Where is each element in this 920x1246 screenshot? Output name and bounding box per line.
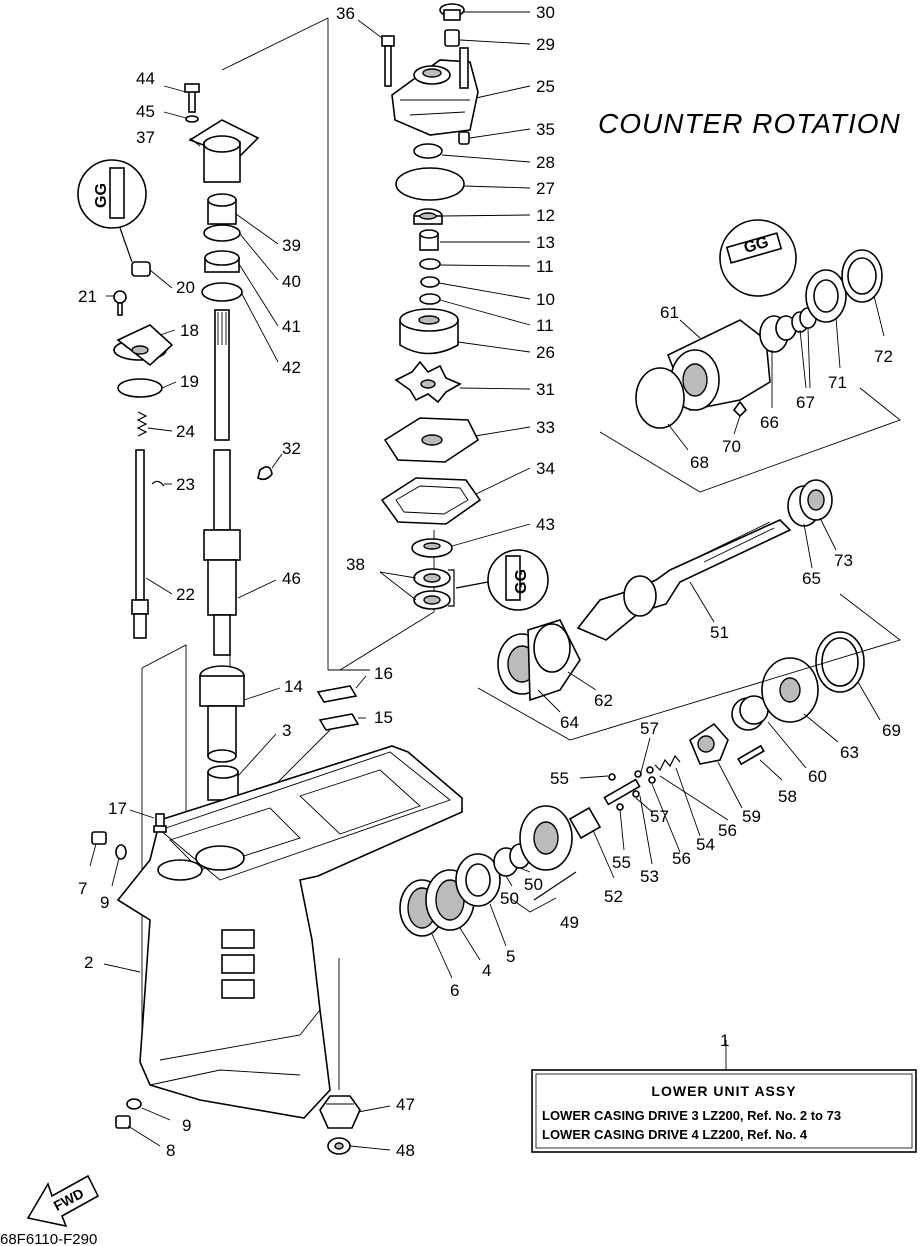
callout-29: 29 (536, 35, 555, 54)
callout-67: 67 (796, 393, 815, 412)
callout-65: 65 (802, 569, 821, 588)
callout-57-lower: 57 (650, 807, 669, 826)
callout-1: 1 (720, 1031, 729, 1050)
callout-72: 72 (874, 347, 893, 366)
callout-51: 51 (710, 623, 729, 642)
callout-15: 15 (374, 708, 393, 727)
callout-34: 34 (536, 459, 555, 478)
info-box-line-2: LOWER CASING DRIVE 4 LZ200, Ref. No. 4 (542, 1127, 808, 1142)
callout-66: 66 (760, 413, 779, 432)
callout-4: 4 (482, 961, 491, 980)
callout-55-lower: 55 (612, 853, 631, 872)
grease-symbol-label-right: GG (742, 234, 771, 257)
callout-31: 31 (536, 380, 555, 399)
diagram-code: 68F6110-F290 (0, 1231, 97, 1246)
callout-61: 61 (660, 303, 679, 322)
callout-numbers: 30 29 25 35 28 27 12 13 11 10 11 26 31 3… (78, 3, 901, 1160)
callout-50-right: 50 (524, 875, 543, 894)
diagram-heading: COUNTER ROTATION (598, 108, 901, 139)
callout-40: 40 (282, 272, 301, 291)
callout-9-lower: 9 (182, 1116, 191, 1135)
callout-30: 30 (536, 3, 555, 22)
callout-2: 2 (84, 953, 93, 972)
callout-33: 33 (536, 418, 555, 437)
callout-54: 54 (696, 835, 715, 854)
callout-28: 28 (536, 153, 555, 172)
callout-7: 7 (78, 879, 87, 898)
callout-47: 47 (396, 1095, 415, 1114)
callout-44: 44 (136, 69, 155, 88)
callout-25: 25 (536, 77, 555, 96)
callout-49: 49 (560, 913, 579, 932)
callout-6: 6 (450, 981, 459, 1000)
callout-9-upper: 9 (100, 893, 109, 912)
callout-71: 71 (828, 373, 847, 392)
callout-26: 26 (536, 343, 555, 362)
callout-36: 36 (336, 4, 355, 23)
callout-73: 73 (834, 551, 853, 570)
callout-38: 38 (346, 555, 365, 574)
callout-23: 23 (176, 475, 195, 494)
callout-11-upper: 11 (536, 257, 554, 276)
callout-69: 69 (882, 721, 901, 740)
callout-39: 39 (282, 236, 301, 255)
callout-63: 63 (840, 743, 859, 762)
callout-35: 35 (536, 120, 555, 139)
callout-21: 21 (78, 287, 97, 306)
drive-shaft-parts (77, 83, 360, 801)
callout-56-lower: 56 (672, 849, 691, 868)
leader-lines (89, 11, 885, 1151)
callout-3: 3 (282, 721, 291, 740)
callout-42: 42 (282, 358, 301, 377)
callout-41: 41 (282, 317, 301, 336)
callout-13: 13 (536, 233, 555, 252)
callout-60: 60 (808, 767, 827, 786)
callout-57-upper: 57 (640, 719, 659, 738)
callout-8: 8 (166, 1141, 175, 1160)
propeller-shaft-parts (399, 219, 901, 937)
fwd-arrow: FWD (26, 1174, 100, 1228)
callout-14: 14 (284, 677, 303, 696)
callout-48: 48 (396, 1141, 415, 1160)
callout-64: 64 (560, 713, 579, 732)
callout-12: 12 (536, 206, 555, 225)
callout-62: 62 (594, 691, 613, 710)
callout-46: 46 (282, 569, 301, 588)
connector-lines (141, 17, 435, 1090)
callout-58: 58 (778, 787, 797, 806)
callout-18: 18 (180, 321, 199, 340)
callout-22: 22 (176, 585, 195, 604)
grease-symbol-label-left: GG (93, 183, 110, 208)
callout-55-upper: 55 (550, 769, 569, 788)
callout-68: 68 (690, 453, 709, 472)
callout-37: 37 (136, 128, 155, 147)
callout-16: 16 (374, 664, 393, 683)
info-box-line-1: LOWER CASING DRIVE 3 LZ200, Ref. No. 2 t… (542, 1108, 841, 1123)
callout-59: 59 (742, 807, 761, 826)
callout-53: 53 (640, 867, 659, 886)
callout-70: 70 (722, 437, 741, 456)
info-box-title: LOWER UNIT ASSY (651, 1083, 796, 1099)
lower-unit-info-box: LOWER UNIT ASSY LOWER CASING DRIVE 3 LZ2… (531, 1069, 917, 1153)
grease-symbol-label-center: GG (513, 569, 530, 594)
callout-27: 27 (536, 179, 555, 198)
callout-5: 5 (506, 947, 515, 966)
callout-10: 10 (536, 290, 555, 309)
callout-24: 24 (176, 422, 195, 441)
callout-52: 52 (604, 887, 623, 906)
callout-20: 20 (176, 278, 195, 297)
callout-45: 45 (136, 102, 155, 121)
callout-11-lower: 11 (536, 316, 554, 335)
callout-50-left: 50 (500, 889, 519, 908)
callout-56-upper: 56 (718, 821, 737, 840)
callout-17: 17 (108, 799, 127, 818)
callout-19: 19 (180, 372, 199, 391)
water-pump-stack (380, 3, 549, 611)
lower-casing (91, 745, 463, 1155)
callout-43: 43 (536, 515, 555, 534)
callout-32: 32 (282, 439, 301, 458)
